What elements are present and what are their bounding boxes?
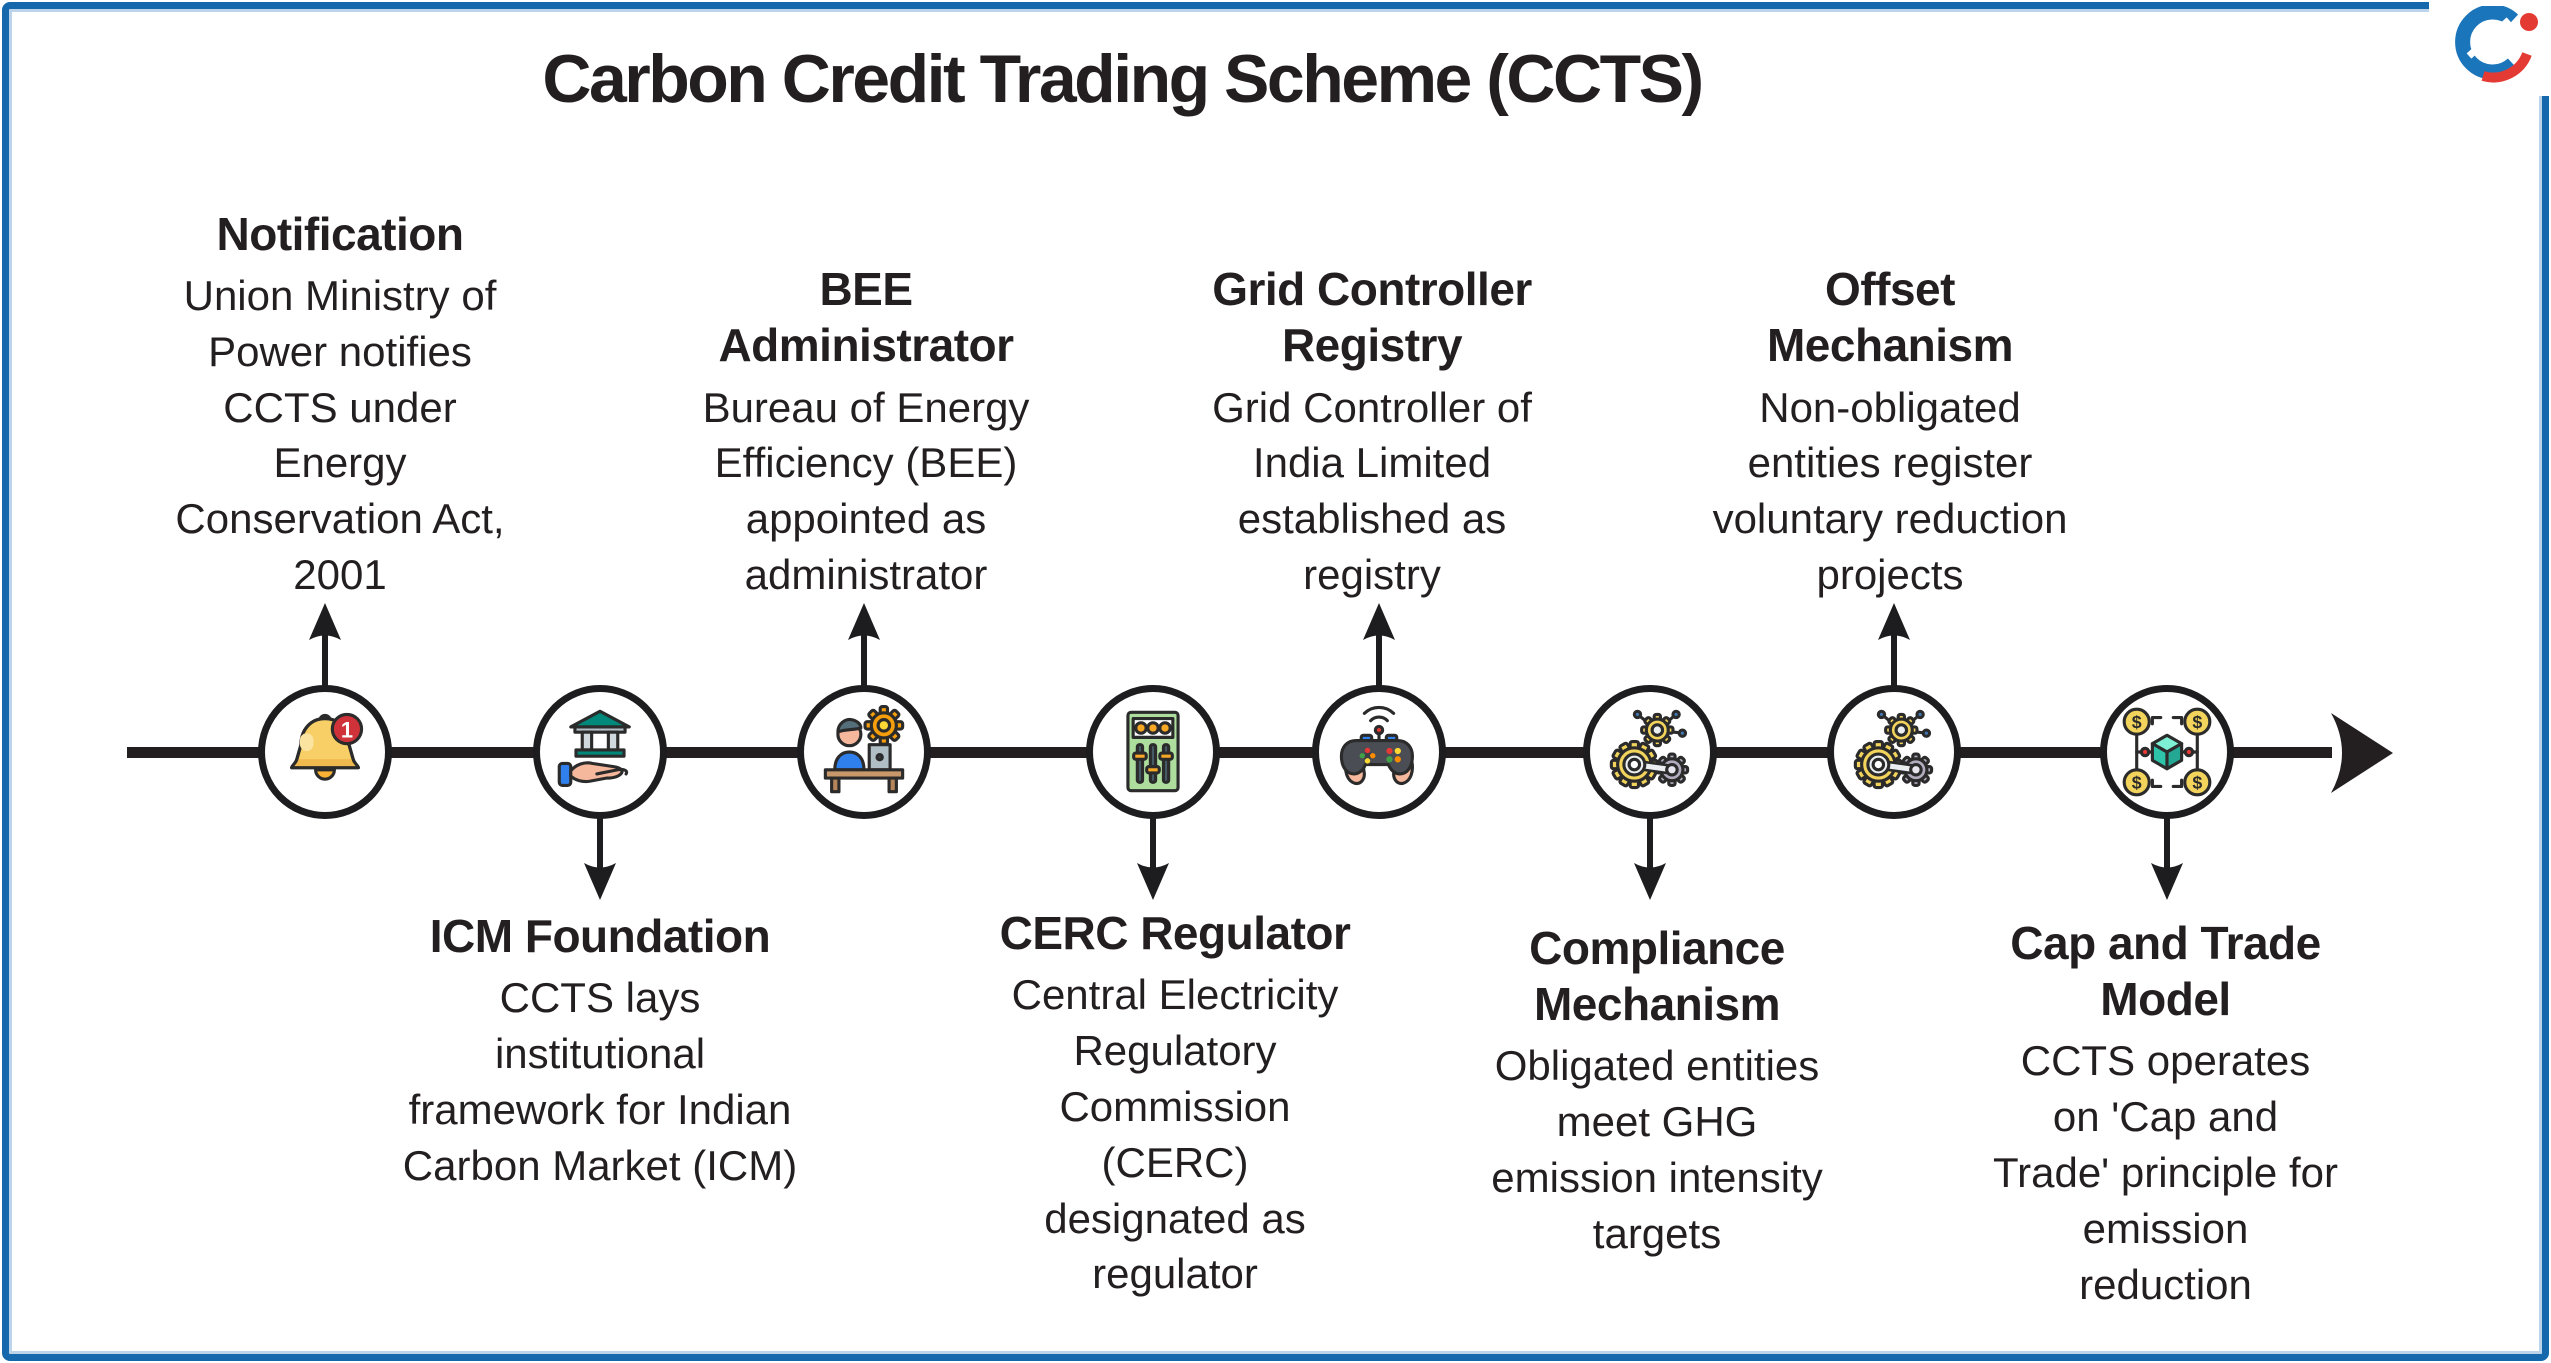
timeline-node-cerc-regulator <box>1086 685 1220 819</box>
svg-text:$: $ <box>2132 712 2142 732</box>
connector-arrow-down <box>584 817 616 900</box>
item-title: CERC Regulator <box>999 907 1351 959</box>
timeline-axis <box>127 747 2332 758</box>
connector-arrow-down <box>1634 817 1666 900</box>
item-title: Grid Controller Registry <box>1212 263 1532 372</box>
timeline-node-compliance-mechanism <box>1583 685 1717 819</box>
item-description: Non-obligated entities register voluntar… <box>1712 383 2068 599</box>
item-description: Grid Controller of India Limited establi… <box>1212 383 1532 599</box>
svg-text:$: $ <box>2192 773 2202 793</box>
timeline-node-cap-and-trade: $ $ $ $ <box>2100 685 2234 819</box>
item-title: Offset Mechanism <box>1766 263 2014 372</box>
timeline-arrowhead-icon <box>2331 713 2393 793</box>
timeline-item-cap-and-trade-model: Cap and Trade Model CCTS operates on 'Ca… <box>1993 915 2338 1313</box>
timeline-item-grid-controller-registry: Grid Controller Registry Grid Controller… <box>1172 261 1572 603</box>
item-title: Cap and Trade Model <box>2010 917 2321 1026</box>
item-title: Compliance Mechanism <box>1529 922 1785 1031</box>
timeline-node-grid-controller-registry <box>1312 685 1446 819</box>
connector-arrow-up <box>1363 603 1395 686</box>
cube-with-dollar-coins-icon: $ $ $ $ <box>2122 707 2212 797</box>
timeline-item-offset-mechanism: Offset Mechanism Non-obligated entities … <box>1710 261 2070 603</box>
item-description: CCTS lays institutional framework for In… <box>402 974 798 1189</box>
administrator-at-desk-icon <box>823 705 905 794</box>
page-title: Carbon Credit Trading Scheme (CCTS) <box>542 41 1704 117</box>
connector-arrow-down <box>2151 817 2183 900</box>
item-description: Union Ministry of Power notifies CCTS un… <box>175 271 505 599</box>
item-title: BEE Administrator <box>718 263 1014 372</box>
item-description: Obligated entities meet GHG emission int… <box>1491 1042 1823 1257</box>
connector-arrow-down <box>1137 817 1169 900</box>
timeline-node-bee-administrator <box>797 685 931 819</box>
timeline-item-icm-foundation: ICM Foundation CCTS lays institutional f… <box>390 908 810 1194</box>
control-panel-sliders-icon <box>1126 710 1180 793</box>
connector-arrow-up <box>1878 603 1910 686</box>
game-controller-wireless-icon <box>1339 705 1414 786</box>
item-description: CCTS operates on 'Cap and Trade' princip… <box>1993 1037 2338 1308</box>
item-description: Bureau of Energy Efficiency (BEE) appoin… <box>702 383 1030 599</box>
timeline-node-icm-foundation <box>533 685 667 819</box>
timeline-item-notification: Notification Union Ministry of Power not… <box>175 206 505 603</box>
connected-gears-icon <box>1853 709 1934 790</box>
timeline-item-compliance-mechanism: Compliance Mechanism Obligated entities … <box>1467 920 1847 1262</box>
item-title: Notification <box>216 207 464 260</box>
svg-text:$: $ <box>2132 773 2142 793</box>
company-swoosh-logo-icon <box>2455 6 2538 83</box>
bank-on-hand-icon <box>557 709 631 787</box>
svg-text:$: $ <box>2192 712 2202 732</box>
notification-bell-icon: 1 <box>290 712 364 781</box>
item-title: ICM Foundation <box>429 910 771 962</box>
timeline-node-offset-mechanism <box>1827 685 1961 819</box>
item-description: Central Electricity Regulatory Commissio… <box>1011 971 1339 1298</box>
timeline-node-notification: 1 <box>258 685 392 819</box>
connected-gears-icon <box>1609 709 1690 790</box>
timeline-item-bee-administrator: BEE Administrator Bureau of Energy Effic… <box>696 261 1036 603</box>
connector-arrow-up <box>309 603 341 686</box>
timeline-item-cerc-regulator: CERC Regulator Central Electricity Regul… <box>985 905 1365 1302</box>
connector-arrow-up <box>848 603 880 686</box>
svg-text:1: 1 <box>341 717 353 742</box>
